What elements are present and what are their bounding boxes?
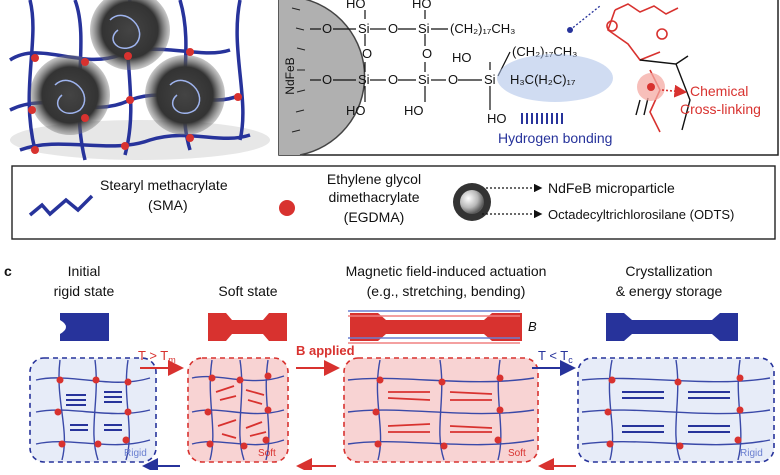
soft-title: Soft state bbox=[218, 283, 277, 299]
sma-label-line1: Stearyl methacrylate bbox=[100, 177, 228, 193]
hydrogen-bonding-label: Hydrogen bonding bbox=[498, 130, 612, 146]
cryst-title-line1: Crystallization bbox=[625, 263, 712, 279]
ho-label: HO bbox=[452, 50, 472, 65]
siloxane-network: HO HO O Si O Si (CH₂)₁₇CH₃ O O O Si O Si… bbox=[322, 0, 515, 126]
initial-title-line1: Initial bbox=[68, 263, 101, 279]
ndfeb-sphere-label: NdFeB bbox=[283, 57, 297, 94]
soft-tag: Soft bbox=[258, 448, 276, 459]
ho-label: HO bbox=[487, 111, 507, 126]
alkyl-chain-top: (CH₂)₁₇CH₃ bbox=[450, 21, 515, 36]
heat-arrow-label: T > Tm bbox=[138, 348, 176, 365]
alkyl-chain-reverse: H₃C(H₂C)₁₇ bbox=[510, 72, 576, 87]
o-label: O bbox=[448, 72, 458, 87]
dogbone-soft-specimen bbox=[208, 313, 287, 341]
rigid-tag: Rigid bbox=[740, 448, 763, 459]
o-label: O bbox=[322, 72, 332, 87]
odts-label: Octadecyltrichlorosilane (ODTS) bbox=[548, 207, 734, 222]
egdma-label-line3: (EGDMA) bbox=[344, 209, 405, 225]
magnetic-title-line2: (e.g., stretching, bending) bbox=[367, 283, 526, 299]
dotted-pointer bbox=[569, 5, 601, 31]
ho-label: HO bbox=[346, 103, 366, 118]
o-label: O bbox=[388, 72, 398, 87]
magnetic-title-line1: Magnetic field-induced actuation bbox=[346, 263, 547, 279]
b-applied-label: B applied bbox=[296, 343, 355, 358]
rigid-network-box bbox=[29, 357, 157, 463]
legend: Stearyl methacrylate (SMA) Ethylene glyc… bbox=[11, 165, 776, 240]
crystallized-network-box bbox=[577, 357, 775, 463]
panel-c: c Initial rigid state Soft state Magneti… bbox=[4, 263, 775, 474]
si-label: Si bbox=[358, 72, 370, 87]
egdma-label-line1: Ethylene glycol bbox=[327, 171, 421, 187]
egdma-label-line2: dimethacrylate bbox=[328, 189, 419, 205]
network-illustration bbox=[9, 0, 270, 161]
initial-title-line2: rigid state bbox=[54, 283, 115, 299]
o-label: O bbox=[322, 21, 332, 36]
soft-tag: Soft bbox=[508, 448, 526, 459]
cross-linking-label: Cross-linking bbox=[680, 101, 761, 117]
o-label: O bbox=[388, 21, 398, 36]
o-label: O bbox=[362, 46, 372, 61]
si-label: Si bbox=[484, 72, 496, 87]
b-field-symbol: B bbox=[528, 319, 537, 334]
si-label: Si bbox=[418, 72, 430, 87]
ho-label: HO bbox=[412, 0, 432, 11]
sma-label-line2: (SMA) bbox=[148, 197, 188, 213]
o-label: O bbox=[422, 46, 432, 61]
egdma-dot-icon bbox=[279, 200, 295, 216]
fuzzy-particle bbox=[30, 0, 225, 135]
panel-label: c bbox=[4, 263, 12, 279]
dogbone-crystallized-specimen bbox=[606, 313, 738, 341]
hydrogen-bond-highlight bbox=[497, 54, 613, 102]
rigid-tag: Rigid bbox=[124, 448, 147, 459]
chemistry-panel: NdFeB HO HO O Si O Si (CH₂)₁₇CH₃ O O O S… bbox=[278, 0, 779, 156]
ho-label: HO bbox=[346, 0, 366, 11]
cool-arrow-label: T < Tc bbox=[538, 348, 573, 365]
cryst-title-line2: & energy storage bbox=[616, 283, 723, 299]
sma-symbol-icon bbox=[28, 194, 94, 217]
si-label: Si bbox=[358, 21, 370, 36]
ho-label: HO bbox=[404, 103, 424, 118]
ndfeb-micro-label: NdFeB microparticle bbox=[548, 180, 675, 196]
dogbone-stretched-specimen bbox=[350, 313, 522, 341]
si-label: Si bbox=[418, 21, 430, 36]
chemical-label: Chemical bbox=[690, 83, 748, 99]
